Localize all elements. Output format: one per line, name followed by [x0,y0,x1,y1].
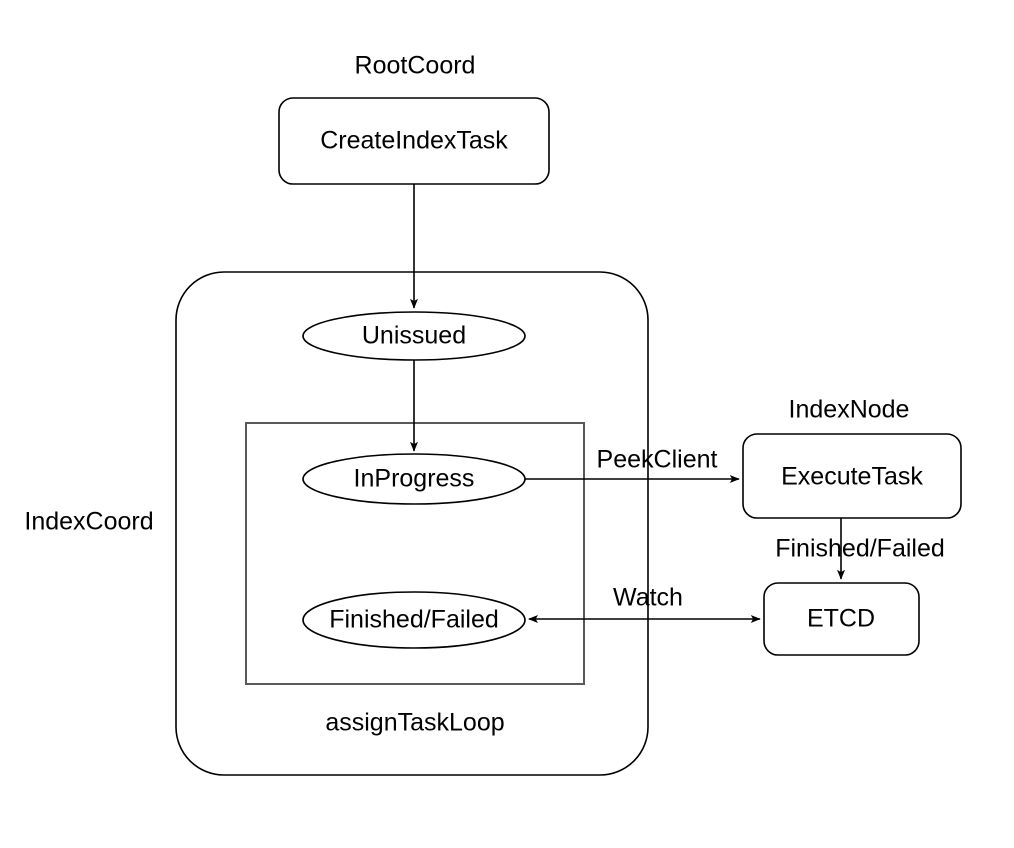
node-inprogress-label: InProgress [354,465,475,493]
node-create-index-task-shape[interactable] [278,97,550,185]
node-unissued-label: Unissued [362,322,466,350]
group-indexcoord-boundary [175,271,649,776]
node-finished-failed-state-shape[interactable] [302,591,526,649]
node-etcd[interactable]: ETCD [763,582,920,656]
node-execute-task[interactable]: ExecuteTask [742,433,962,519]
node-finished-failed-state-label: Finished/Failed [329,606,499,634]
group-label-rootcoord: RootCoord [355,52,476,80]
group-assigntaskloop-boundary [245,422,585,685]
node-inprogress[interactable]: InProgress [302,453,526,505]
edge-label-finished-failed: Finished/Failed [775,535,945,563]
edge-label-peekclient: PeekClient [597,446,718,474]
edge-label-watch: Watch [613,584,683,612]
group-label-assigntaskloop: assignTaskLoop [325,709,504,737]
node-create-index-task[interactable]: CreateIndexTask [278,97,550,185]
group-label-indexcoord: IndexCoord [24,508,153,536]
node-unissued[interactable]: Unissued [302,311,526,361]
node-create-index-task-label: CreateIndexTask [320,127,508,155]
group-label-indexnode: IndexNode [789,396,910,424]
node-inprogress-shape[interactable] [302,453,526,505]
node-etcd-shape[interactable] [763,582,920,656]
node-execute-task-shape[interactable] [742,433,962,519]
node-unissued-shape[interactable] [302,311,526,361]
node-execute-task-label: ExecuteTask [781,463,923,491]
node-finished-failed-state[interactable]: Finished/Failed [302,591,526,649]
node-etcd-label: ETCD [807,605,875,633]
